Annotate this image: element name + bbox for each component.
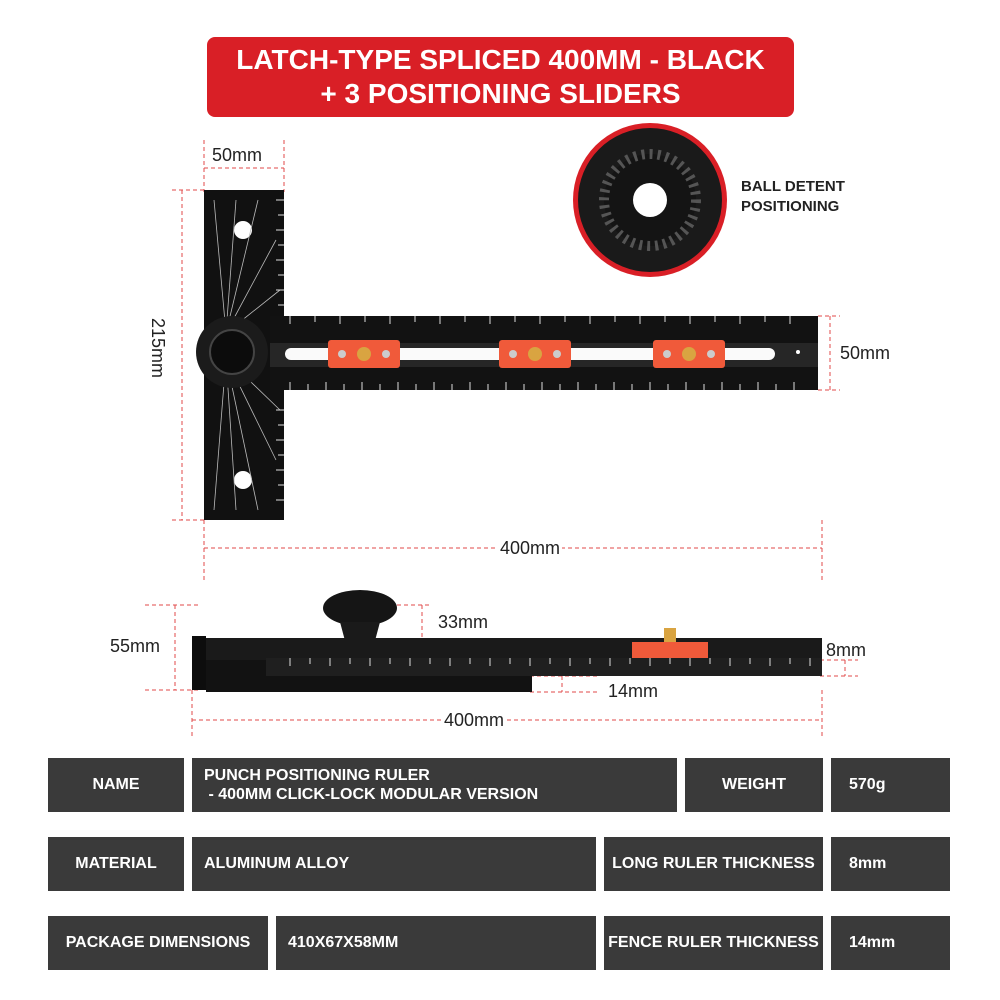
callout-line-1: BALL DETENT xyxy=(741,178,845,195)
spec-fence-ruler-value: 14mm xyxy=(831,916,950,970)
dim-top-length: 400mm xyxy=(498,538,563,559)
dim-side-height2: 55mm xyxy=(110,636,161,656)
spec-name-value-line-2: - 400MM CLICK-LOCK MODULAR VERSION xyxy=(204,786,539,803)
spec-weight-label: WEIGHT xyxy=(685,758,823,812)
spec-long-ruler-label: LONG RULER THICKNESS xyxy=(604,837,823,891)
ball-detent-callout: BALL DETENT POSITIONING xyxy=(741,177,845,217)
spec-name-value-line-1: PUNCH POSITIONING RULER xyxy=(204,767,430,784)
spec-package-label: PACKAGE DIMENSIONS xyxy=(48,916,268,970)
title-line-2: + 3 POSITIONING SLIDERS xyxy=(320,78,681,109)
title-line-1: LATCH-TYPE SPLICED 400MM - BLACK xyxy=(236,44,765,75)
title-banner: LATCH-TYPE SPLICED 400MM - BLACK + 3 POS… xyxy=(207,37,794,117)
spec-material-value: ALUMINUM ALLOY xyxy=(192,837,596,891)
callout-line-2: POSITIONING xyxy=(741,198,840,215)
dim-top-width: 50mm xyxy=(212,145,263,165)
spec-name-value: PUNCH POSITIONING RULER - 400MM CLICK-LO… xyxy=(192,758,677,812)
spec-long-ruler-value: 8mm xyxy=(831,837,950,891)
dim-knob-height: 33mm xyxy=(438,612,489,632)
spec-fence-ruler-label: FENCE RULER THICKNESS xyxy=(604,916,823,970)
spec-package-value: 410X67X58MM xyxy=(276,916,596,970)
dim-side-height: 215mm xyxy=(148,318,168,379)
spec-weight-value: 570g xyxy=(831,758,950,812)
dim-fence: 14mm xyxy=(608,681,659,701)
dim-side-length: 400mm xyxy=(442,710,507,731)
spec-name-label: NAME xyxy=(48,758,184,812)
dim-arm-width: 50mm xyxy=(840,343,891,363)
dim-thickness: 8mm xyxy=(826,640,866,660)
spec-material-label: MATERIAL xyxy=(48,837,184,891)
